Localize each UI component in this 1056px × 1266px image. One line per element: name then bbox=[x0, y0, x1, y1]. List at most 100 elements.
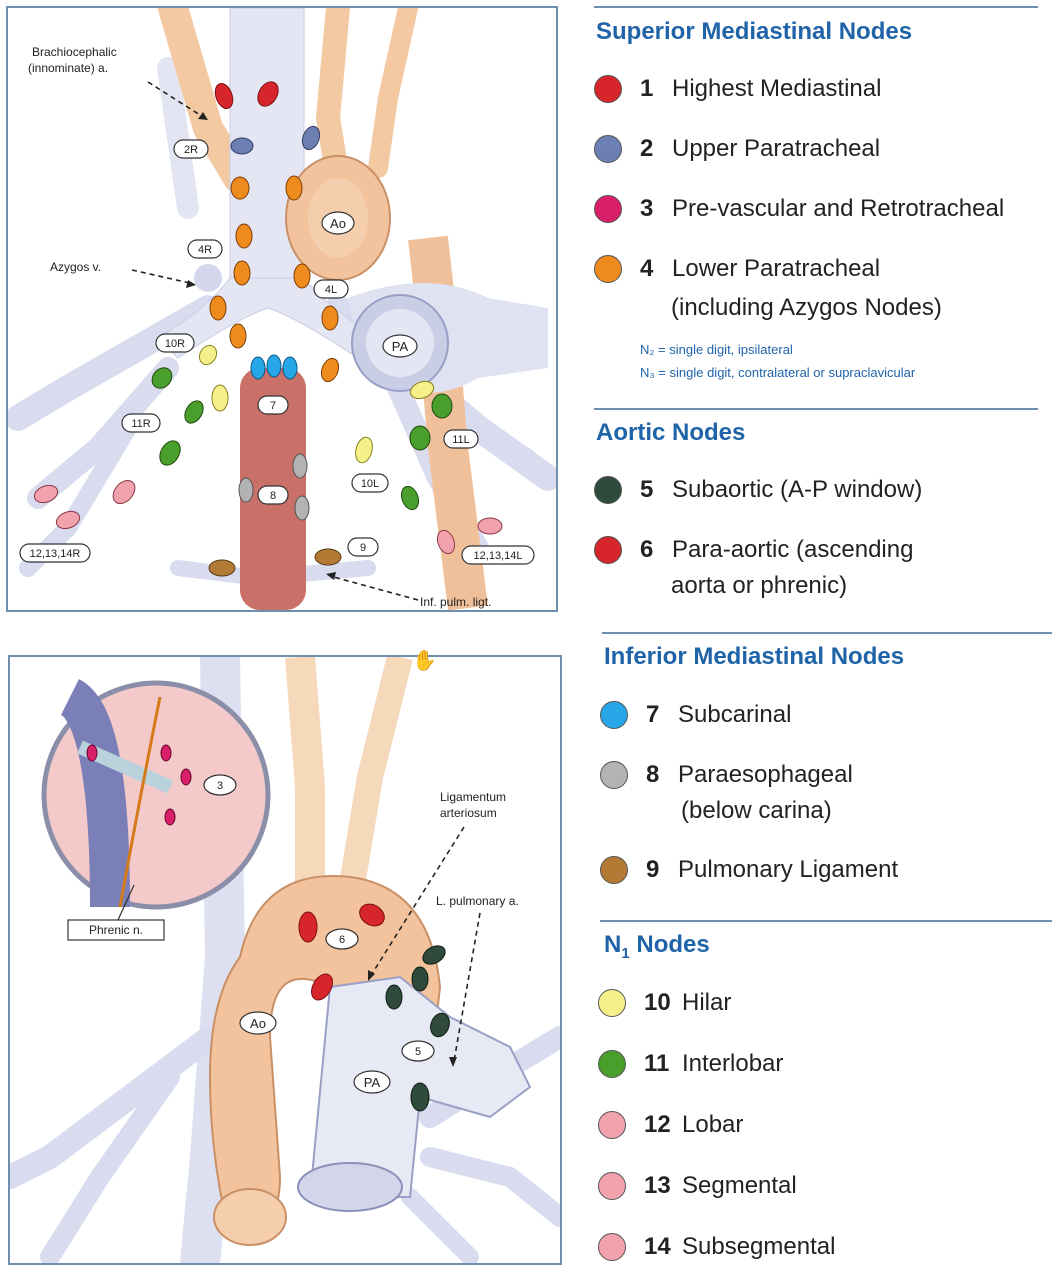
tag-12l: 12,13,14L bbox=[462, 546, 534, 564]
station-12-number: 12 bbox=[644, 1111, 676, 1139]
tag-11l-text: 11L bbox=[452, 434, 470, 446]
station-12-label: Lobar bbox=[682, 1111, 743, 1139]
brachiocephalic-callout-line1: Brachiocephalic bbox=[32, 45, 117, 59]
left-carotid-artery bbox=[328, 8, 338, 178]
ligamentum-callout-line2: arteriosum bbox=[440, 806, 497, 820]
ao-label: Ao bbox=[330, 216, 346, 231]
legend-item-11: 11 Interlobar bbox=[598, 1047, 783, 1081]
station-5-swatch bbox=[594, 476, 622, 504]
tag-4r-text: 4R bbox=[198, 244, 212, 256]
node-station-7-c bbox=[283, 357, 297, 379]
mediastinal-map-svg: Ao PA 2R 4R 4L 10R 11R 7 8 9 10L 11L 12,… bbox=[8, 8, 556, 610]
station-1-label: Highest Mediastinal bbox=[672, 75, 881, 103]
station-14-swatch bbox=[598, 1233, 626, 1261]
inf-pulm-ligt-callout: Inf. pulm. ligt. bbox=[420, 595, 491, 609]
superior-nodes-title: Superior Mediastinal Nodes bbox=[596, 18, 912, 46]
inferior-nodes-title: Inferior Mediastinal Nodes bbox=[604, 643, 904, 671]
station-11-swatch bbox=[598, 1050, 626, 1078]
legend-item-12: 12 Lobar bbox=[598, 1108, 743, 1142]
bottom-pa-opening bbox=[298, 1163, 402, 1211]
node-station-12r-b bbox=[109, 476, 140, 507]
station-9-number: 9 bbox=[646, 856, 672, 884]
n1-nodes-title: N1 Nodes bbox=[604, 931, 710, 962]
node-station-6-a bbox=[299, 912, 317, 942]
left-subclavian-artery bbox=[378, 8, 408, 168]
node-station-9-b bbox=[209, 560, 235, 576]
node-station-9-a bbox=[315, 549, 341, 565]
legend-item-13: 13 Segmental bbox=[598, 1169, 797, 1203]
legend-n1-rule bbox=[600, 920, 1052, 922]
legend-item-2: 2 Upper Paratracheal bbox=[594, 132, 880, 166]
station-5-number: 5 bbox=[640, 476, 666, 504]
station-14-label: Subsegmental bbox=[682, 1233, 835, 1261]
node-station-7-b bbox=[267, 355, 281, 377]
bottom-ao-label-box: Ao bbox=[240, 1012, 276, 1034]
station-7-label: Subcarinal bbox=[678, 701, 791, 729]
legend-item-6: 6 Para-aortic (ascending bbox=[594, 533, 913, 567]
node-station-4-c bbox=[236, 224, 252, 248]
tag-9-text: 9 bbox=[360, 542, 366, 554]
tag-10l: 10L bbox=[352, 474, 388, 492]
station-4-swatch bbox=[594, 255, 622, 283]
tag-12r: 12,13,14R bbox=[20, 544, 90, 562]
tag-9: 9 bbox=[348, 538, 378, 556]
station-12-swatch bbox=[598, 1111, 626, 1139]
n1-title-rest: Nodes bbox=[630, 931, 710, 958]
brachiocephalic-callout-line2: (innominate) a. bbox=[28, 61, 108, 75]
aortic-nodes-title: Aortic Nodes bbox=[596, 419, 745, 447]
pa-label-box: PA bbox=[383, 335, 417, 357]
station-3-number: 3 bbox=[640, 195, 666, 223]
node-station-3-c bbox=[181, 769, 191, 785]
node-station-5-e bbox=[411, 1083, 429, 1111]
tag-11r-text: 11R bbox=[131, 418, 150, 430]
bottom-pa-label-box: PA bbox=[354, 1071, 390, 1093]
legend-item-3: 3 Pre-vascular and Retrotracheal bbox=[594, 192, 1004, 226]
n1-title-main: N bbox=[604, 931, 621, 958]
station-3-swatch bbox=[594, 195, 622, 223]
tag-5: 5 bbox=[402, 1041, 434, 1061]
tag-4r: 4R bbox=[188, 240, 222, 258]
station-8-number: 8 bbox=[646, 761, 672, 789]
node-station-5-b bbox=[412, 967, 428, 991]
tag-11l: 11L bbox=[444, 430, 478, 448]
station-3-label: Pre-vascular and Retrotracheal bbox=[672, 195, 1004, 223]
ligamentum-callout-line1: Ligamentum bbox=[440, 790, 506, 804]
station-11-number: 11 bbox=[644, 1050, 676, 1078]
tag-4l-text: 4L bbox=[325, 284, 337, 296]
station-13-label: Segmental bbox=[682, 1172, 797, 1200]
station-4-label: Lower Paratracheal bbox=[672, 255, 880, 283]
station-10-swatch bbox=[598, 989, 626, 1017]
station-6-swatch bbox=[594, 536, 622, 564]
node-station-3-b bbox=[161, 745, 171, 761]
legend-item-9: 9 Pulmonary Ligament bbox=[600, 853, 898, 887]
node-station-8-a bbox=[293, 454, 307, 478]
station-6-label: Para-aortic (ascending bbox=[672, 536, 913, 564]
node-station-4-d bbox=[234, 261, 250, 285]
station-6-label-line2: aorta or phrenic) bbox=[671, 572, 847, 600]
bottom-aorta-opening bbox=[214, 1189, 286, 1245]
station-10-label: Hilar bbox=[682, 989, 731, 1017]
bottom-ao-label: Ao bbox=[250, 1016, 266, 1031]
station-5-label: Subaortic (A-P window) bbox=[672, 476, 922, 504]
tag-3-text: 3 bbox=[217, 780, 223, 792]
node-station-8-c bbox=[295, 496, 309, 520]
node-station-5-c bbox=[386, 985, 402, 1009]
node-station-4-e bbox=[294, 264, 310, 288]
station-2-label: Upper Paratracheal bbox=[672, 135, 880, 163]
bottom-pa-label: PA bbox=[364, 1075, 381, 1090]
tag-12l-text: 12,13,14L bbox=[474, 550, 523, 562]
station-9-swatch bbox=[600, 856, 628, 884]
bottom-carotid bbox=[300, 657, 310, 897]
n2-note: N₂ = single digit, ipsilateral bbox=[640, 342, 793, 357]
legend-item-8: 8 Paraesophageal bbox=[600, 758, 853, 792]
node-station-10-d bbox=[353, 435, 375, 464]
tag-8-text: 8 bbox=[270, 490, 276, 502]
legend-item-1: 1 Highest Mediastinal bbox=[594, 72, 881, 106]
legend-item-5: 5 Subaortic (A-P window) bbox=[594, 473, 922, 507]
tag-11r: 11R bbox=[122, 414, 160, 432]
node-station-11-c bbox=[156, 437, 185, 469]
tag-10r: 10R bbox=[156, 334, 194, 352]
tag-4l: 4L bbox=[314, 280, 348, 298]
ao-label-box: Ao bbox=[322, 212, 354, 234]
station-1-swatch bbox=[594, 75, 622, 103]
